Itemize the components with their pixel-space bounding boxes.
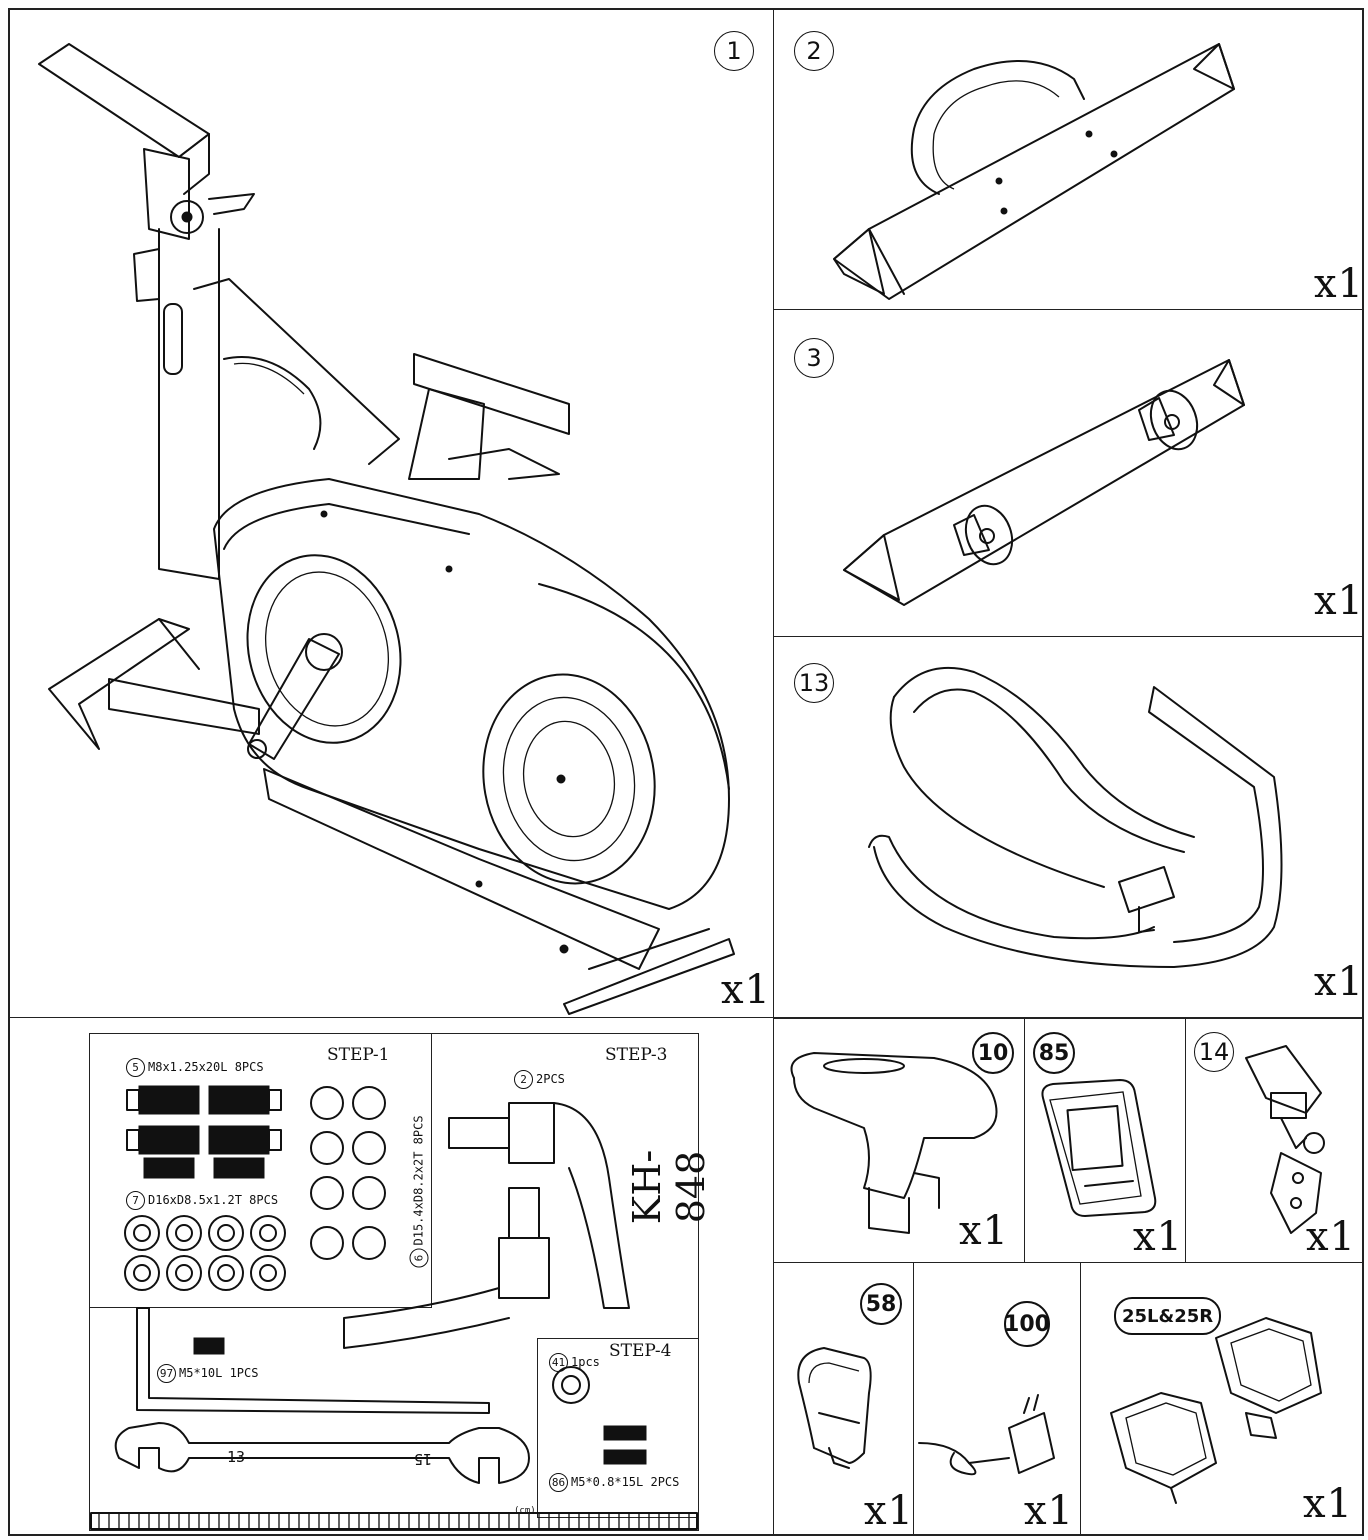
part-number: 2	[794, 31, 834, 71]
part-quantity: x1	[864, 1488, 914, 1534]
part-10-panel: 10 x1	[773, 1017, 1025, 1263]
part-number: 58	[860, 1283, 902, 1325]
part-quantity: x1	[1314, 959, 1364, 1005]
part-quantity: x1	[1314, 261, 1364, 307]
part-quantity: x1	[1314, 578, 1364, 624]
seat-drawing	[790, 1052, 998, 1234]
part-number: 13	[794, 663, 834, 703]
power-adapter-drawing	[918, 1394, 1055, 1476]
part-quantity: x1	[721, 967, 772, 1013]
step3-label: STEP-3	[605, 1045, 668, 1065]
part-quantity: x1	[1306, 1214, 1357, 1260]
part-25-panel: 25L&25R x1	[1080, 1262, 1364, 1536]
handlebar-drawing	[868, 666, 1283, 968]
bolt-group	[126, 1085, 282, 1179]
part-number: 14	[1194, 1032, 1234, 1072]
pedals-drawing	[1110, 1317, 1322, 1504]
console-drawing	[1041, 1079, 1157, 1217]
bottle-cage-drawing	[797, 1347, 872, 1469]
part-3-panel: 3 x1	[773, 309, 1364, 637]
part-quantity: x1	[1303, 1481, 1354, 1527]
part-number: 1	[714, 31, 754, 71]
hardware-drawing	[90, 1085, 698, 1530]
part-quantity: x1	[959, 1208, 1010, 1254]
part-2-panel: 2 x1	[773, 8, 1364, 310]
rear-stabilizer-drawing	[843, 359, 1245, 606]
part-number: 25L&25R	[1114, 1297, 1222, 1335]
part-13-panel: 13 x1	[773, 636, 1364, 1019]
part-number: 10	[972, 1032, 1014, 1074]
part-1-panel: 1 x1	[8, 8, 774, 1018]
part-85-panel: 85 x1	[1024, 1017, 1186, 1263]
part-quantity: x1	[1133, 1214, 1184, 1260]
step1-box	[89, 1033, 432, 1308]
front-stabilizer-drawing	[833, 43, 1235, 300]
part-100-panel: 100 x1	[913, 1262, 1081, 1536]
console-bracket-drawing	[1245, 1045, 1325, 1234]
step4-box	[537, 1338, 699, 1518]
part-number: 100	[1004, 1301, 1050, 1347]
part-58-panel: 58 x1	[773, 1262, 914, 1536]
part-number: 85	[1033, 1032, 1075, 1074]
part-14-panel: 14 x1	[1185, 1017, 1364, 1263]
part-number: 3	[794, 338, 834, 378]
step4-label: STEP-4	[609, 1341, 672, 1361]
part-quantity: x1	[1024, 1488, 1075, 1534]
step1-label: STEP-1	[327, 1045, 390, 1065]
unit-label: (cm)	[514, 1506, 536, 1516]
bike-frame-drawing	[38, 43, 735, 1015]
